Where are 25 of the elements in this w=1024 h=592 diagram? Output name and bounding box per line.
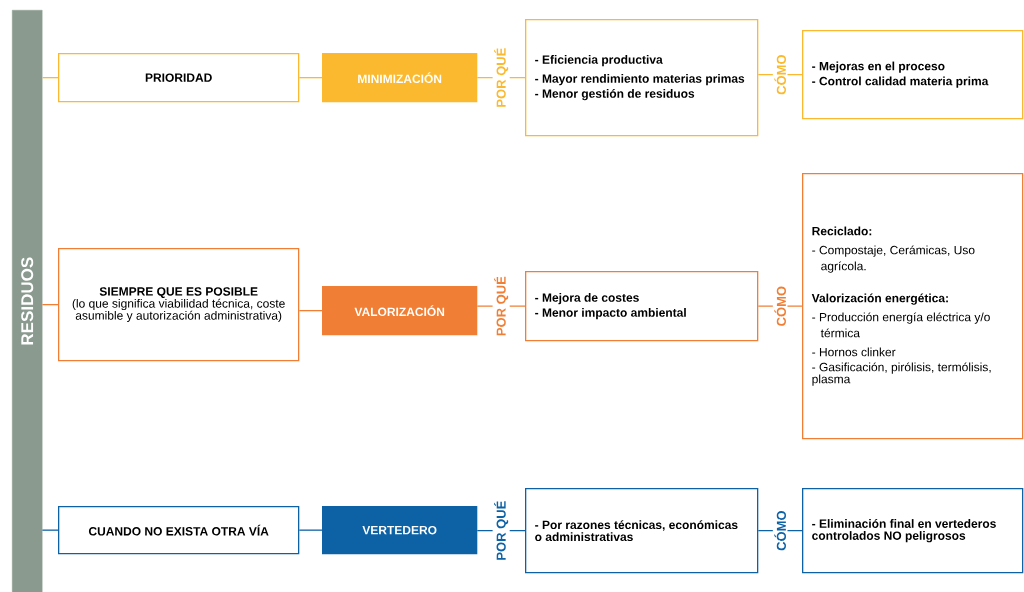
connector-line — [298, 310, 323, 312]
reasons-box: - Eficiencia productiva - Mayor rendimiento materias primas - Menor gestión de residuos — [525, 19, 759, 137]
edge-label: CÓMO — [772, 508, 788, 553]
connector-line — [41, 77, 59, 79]
methods-box: Reciclado: - Compostaje, Cerámicas, Uso agrícola. Valorización energética: - Producción energía eléctrica y/o térmica - Hornos clinker - Gasificación, pirólisis, termólisis, plasma — [802, 173, 1024, 440]
methods-box: - Eliminación final en vertederos controlados NO peligrosos — [802, 488, 1024, 574]
category-bar: RESIDUOS — [12, 10, 43, 592]
edge-label: POR QUÉ — [492, 499, 510, 563]
reasons-box: - Por razones técnicas, económicas o administrativas — [525, 488, 759, 574]
strategy-box: VERTEDERO — [322, 506, 478, 555]
strategy-box: VALORIZACIÓN — [322, 286, 478, 336]
connector-line — [41, 304, 59, 306]
condition-box: SIEMPRE QUE ES POSIBLE (lo que significa viabilidad técnica, coste asumible y autorización administrativa) — [58, 248, 300, 362]
edge-label: POR QUÉ — [492, 274, 510, 338]
strategy-box: MINIMIZACIÓN — [322, 53, 478, 103]
edge-label: POR QUÉ — [492, 46, 510, 110]
methods-box: - Mejoras en el proceso - Control calidad materia prima — [802, 30, 1024, 120]
edge-label: CÓMO — [772, 52, 788, 97]
connector-line — [41, 529, 59, 531]
condition-box: CUANDO NO EXISTA OTRA VÍA — [58, 506, 300, 555]
connector-line — [298, 529, 323, 531]
reasons-box: - Mejora de costes - Menor impacto ambiental — [525, 271, 759, 342]
condition-box: PRIORIDAD — [58, 53, 300, 103]
connector-line — [298, 77, 323, 79]
edge-label: CÓMO — [772, 284, 788, 328]
